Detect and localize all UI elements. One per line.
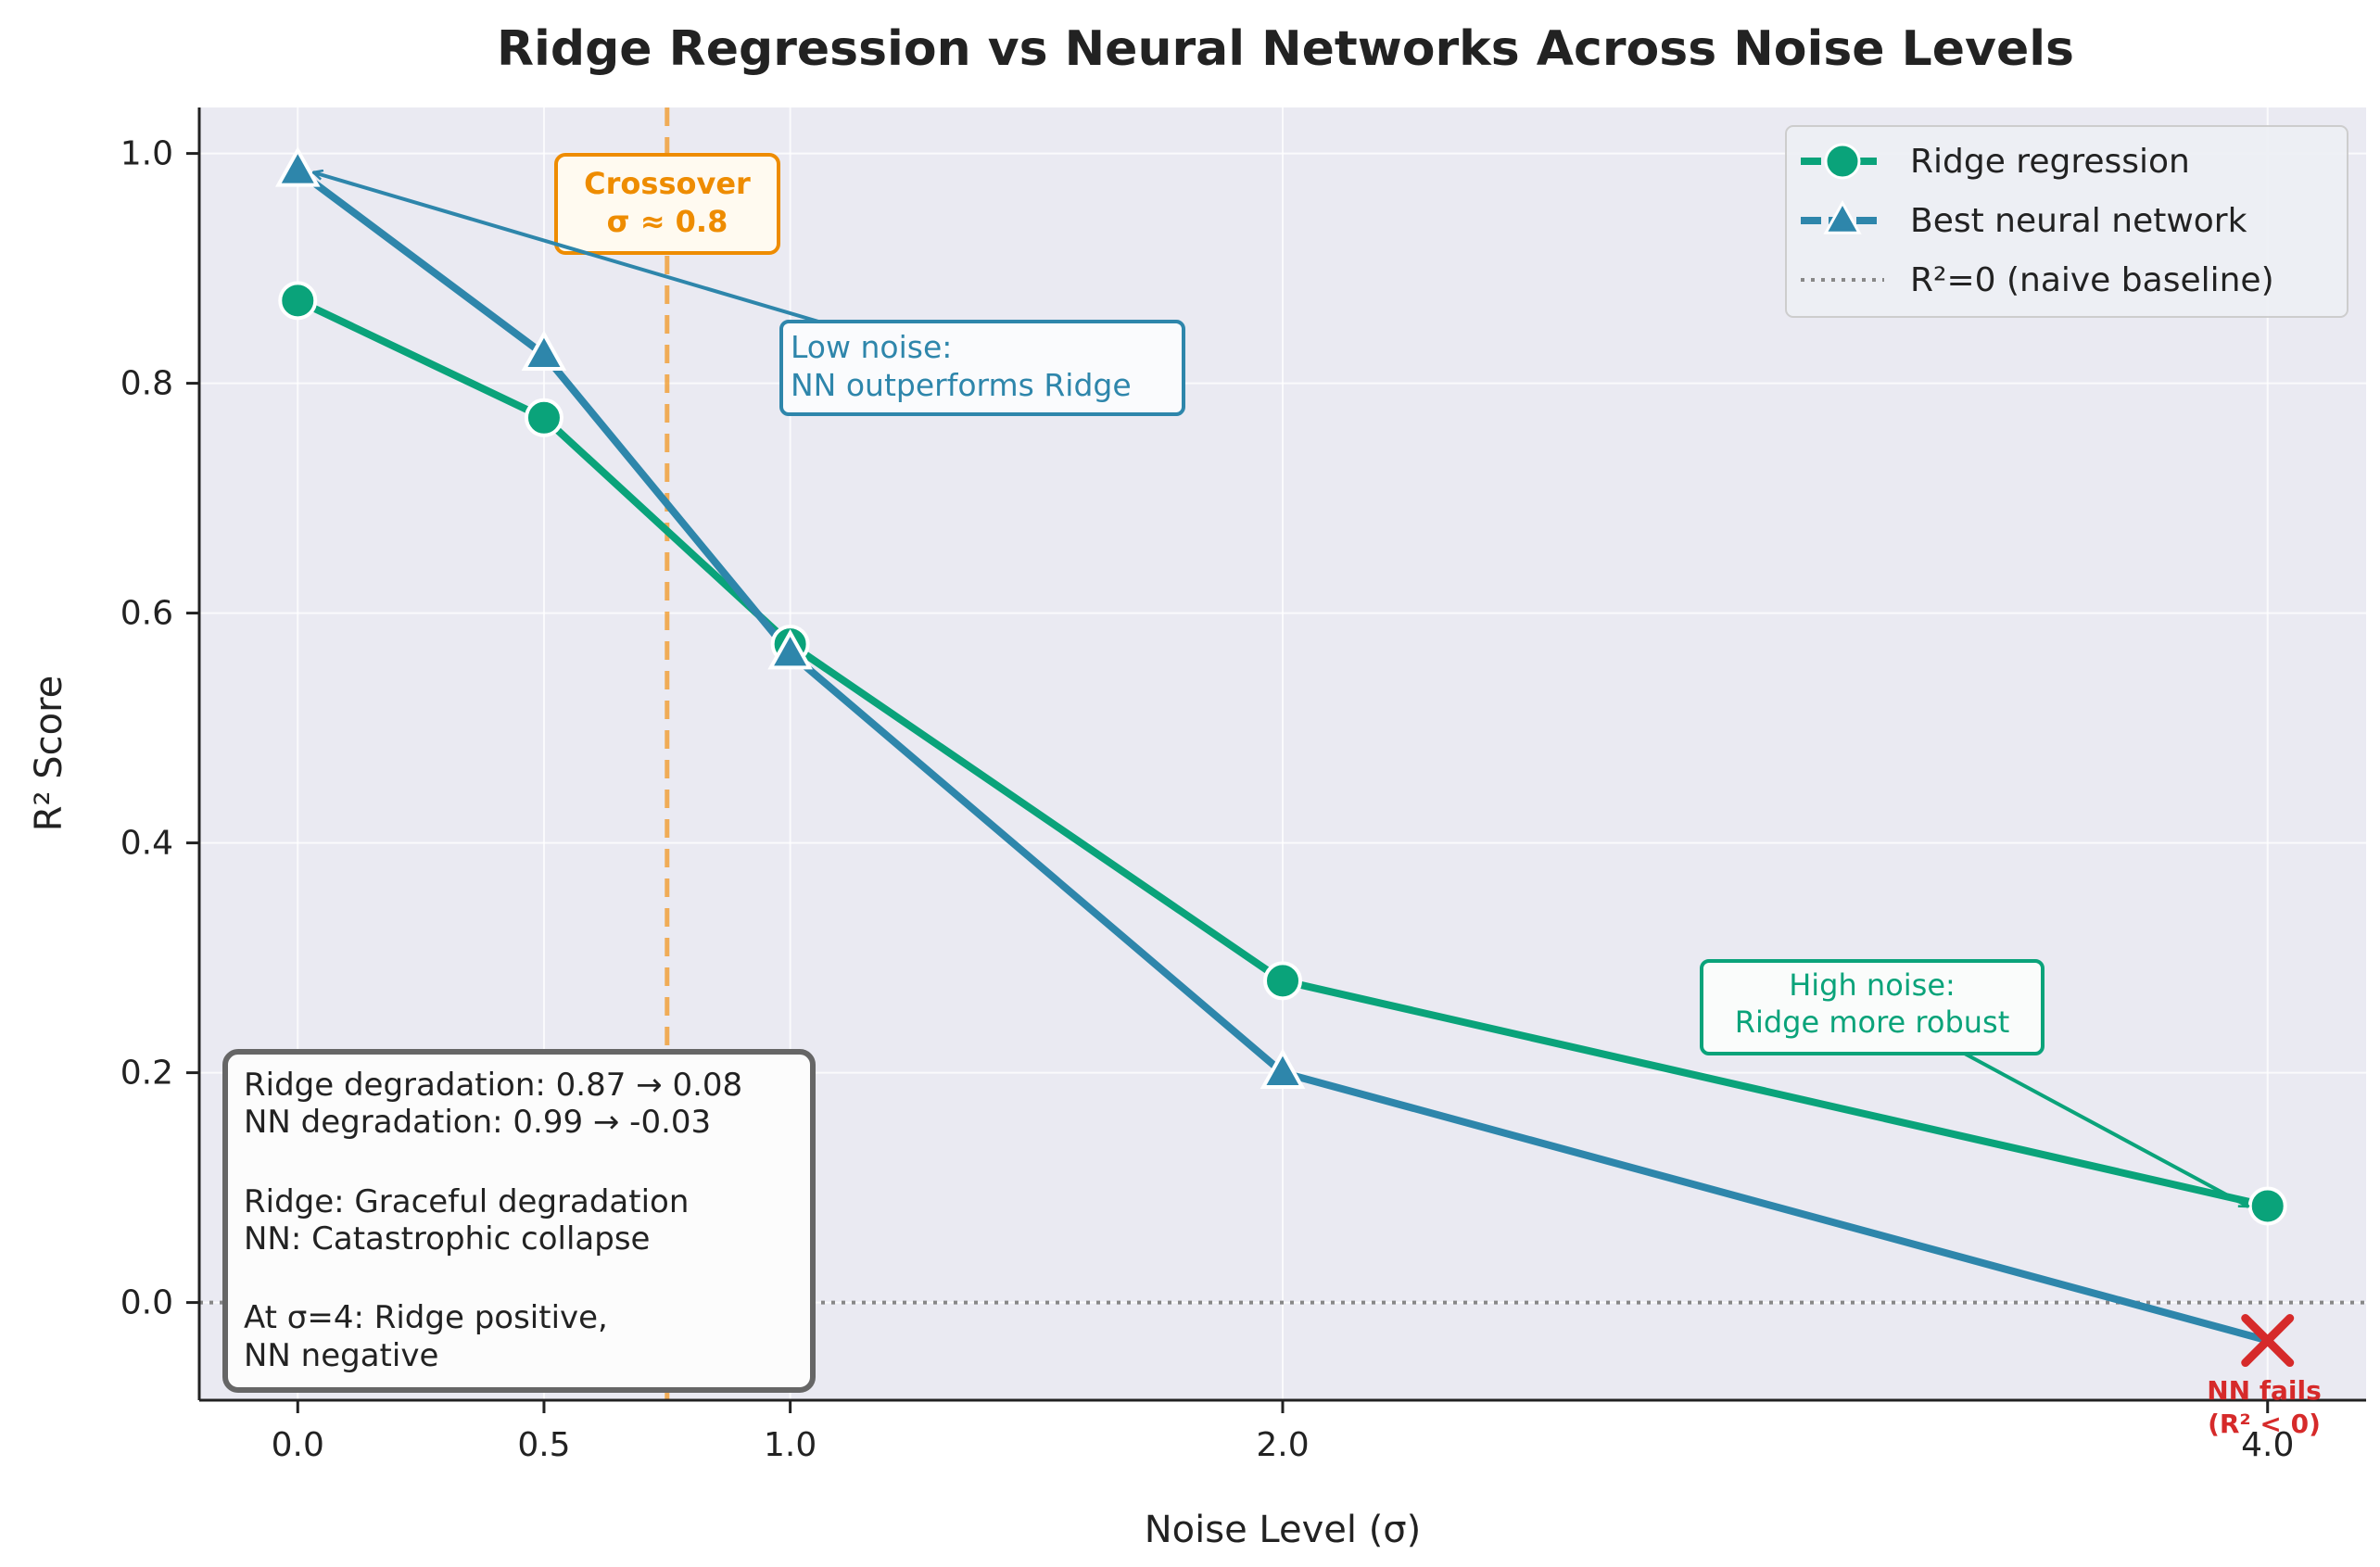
x-axis-label: Noise Level (σ)	[1145, 1509, 1422, 1551]
high-noise-line-1: High noise:	[1789, 967, 1956, 1003]
legend-nn-marker	[1823, 199, 1862, 234]
x-tick-label: 0.5	[517, 1426, 570, 1464]
chart-title: Ridge Regression vs Neural Networks Acro…	[497, 21, 2074, 77]
y-tick-label: 1.0	[120, 135, 173, 173]
axis-ticks: 0.0 0.5 1.0 2.0 4.0 0.0 0.2 0.4 0.6 0.8 1.0	[120, 135, 2295, 1464]
legend: Ridge regression Best neural network R²=…	[1785, 125, 2348, 318]
legend-icons	[1801, 143, 1884, 282]
ridge-data-point	[1263, 961, 1302, 1001]
legend-ridge-marker	[1824, 143, 1861, 180]
low-noise-annotation: Low noise: NN outperforms Ridge	[313, 172, 1185, 416]
x-tick-label: 2.0	[1256, 1426, 1309, 1464]
series-layer	[274, 146, 2287, 1345]
legend-ridge-label: Ridge regression	[1910, 143, 2190, 181]
y-tick-label: 0.8	[120, 365, 173, 403]
stats-line-4: Ridge: Graceful degradation	[244, 1183, 689, 1220]
nn-data-point	[1260, 1048, 1306, 1089]
stats-box: Ridge degradation: 0.87 → 0.08 NN degrad…	[222, 1049, 816, 1393]
y-tick-label: 0.0	[120, 1284, 173, 1322]
high-noise-arrow	[1962, 1051, 2248, 1208]
crossover-annotation: Crossover σ ≈ 0.8	[554, 153, 780, 255]
nn-data-point	[521, 330, 567, 371]
ridge-data-point	[524, 398, 563, 437]
stats-line-2: NN degradation: 0.99 → -0.03	[244, 1104, 711, 1141]
crossover-line-2: σ ≈ 0.8	[607, 204, 728, 239]
nn-fails-line-2: (R² < 0)	[2208, 1409, 2321, 1439]
x-tick-label: 4.0	[2241, 1426, 2294, 1464]
y-tick-label: 0.6	[120, 595, 173, 633]
legend-nn-label: Best neural network	[1910, 202, 2247, 240]
fail-x-stroke	[2241, 1314, 2295, 1368]
nn-fails-line-1: NN fails	[2207, 1375, 2322, 1406]
high-noise-annotation: High noise: Ridge more robust	[1700, 959, 2248, 1208]
legend-baseline-label: R²=0 (naive baseline)	[1910, 261, 2274, 299]
stats-line-7: At σ=4: Ridge positive,	[244, 1299, 608, 1336]
x-tick-label: 1.0	[764, 1426, 817, 1464]
nn-fails-annotation: NN fails (R² < 0)	[2207, 1314, 2322, 1439]
crossover-line-1: Crossover	[584, 166, 751, 201]
nn-data-point	[767, 628, 813, 670]
stats-line-5: NN: Catastrophic collapse	[244, 1220, 650, 1257]
y-axis-label: R² Score	[28, 676, 70, 832]
low-noise-line-2: NN outperforms Ridge	[791, 367, 1132, 403]
stats-line-1: Ridge degradation: 0.87 → 0.08	[244, 1067, 742, 1104]
nn-data-point	[274, 146, 321, 187]
y-tick-label: 0.4	[120, 825, 173, 863]
stats-line-8: NN negative	[244, 1337, 438, 1374]
nn-fails-x-icon	[2241, 1314, 2295, 1368]
low-noise-arrow	[313, 172, 835, 328]
low-noise-line-1: Low noise:	[791, 329, 952, 365]
ridge-data-point	[2247, 1186, 2287, 1226]
ridge-data-point	[278, 281, 318, 321]
y-tick-label: 0.2	[120, 1055, 173, 1093]
high-noise-line-2: Ridge more robust	[1735, 1005, 2010, 1040]
x-tick-label: 0.0	[272, 1426, 324, 1464]
